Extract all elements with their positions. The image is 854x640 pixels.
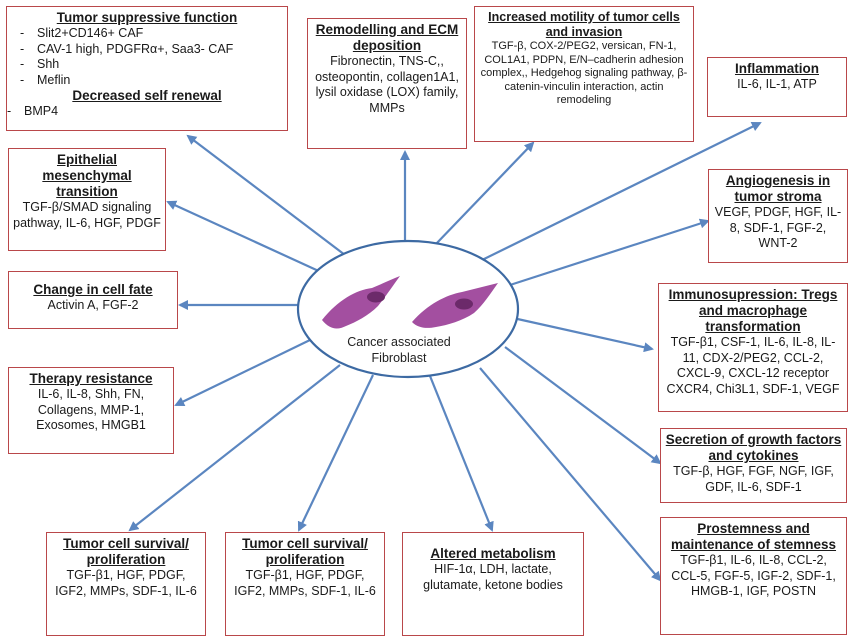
box-title: Tumor cell survival/ proliferation: [242, 536, 368, 567]
arrow-to-secretion: [504, 346, 662, 465]
box-body: TGF-β1, CSF-1, IL-6, IL-8, IL-11, CDX-2/…: [666, 335, 840, 396]
box-angiogenesis: Angiogenesis in tumor stroma VEGF, PDGF,…: [708, 169, 848, 263]
box-body: TGF-β1, HGF, PDGF, IGF2, MMPs, SDF-1, IL…: [234, 568, 376, 598]
list-item: Meflin: [20, 73, 283, 89]
box-title: Tumor suppressive function: [56, 10, 238, 25]
box-title: Increased motility of tumor cells and in…: [488, 10, 680, 39]
arrow-to-immuno: [512, 316, 654, 353]
box-title: Prostemness and maintenance of stemness: [670, 521, 837, 552]
arrow-to-survival2: [297, 374, 374, 532]
box-body: HIF-1α, LDH, lactate, glutamate, ketone …: [423, 562, 563, 592]
list-item: BMP4: [7, 104, 283, 120]
box-secretion: Secretion of growth factors and cytokine…: [660, 428, 847, 503]
center-label: Cancer associated Fibroblast: [330, 334, 468, 366]
arrow-to-survival1: [128, 364, 341, 532]
box-body: Fibronectin, TNS-C,, osteopontin, collag…: [315, 54, 459, 115]
arrow-to-therapy: [174, 339, 311, 407]
box-title: Decreased self renewal: [72, 88, 222, 103]
box-metabolism: Altered metabolism HIF-1α, LDH, lactate,…: [402, 532, 584, 636]
center-label-line1: Cancer associated: [347, 335, 451, 349]
list-item: Slit2+CD146+ CAF: [20, 26, 283, 42]
box-title: Inflammation: [734, 61, 819, 76]
list-item: CAV-1 high, PDGFRα+, Saa3- CAF: [20, 42, 283, 58]
box-remodelling: Remodelling and ECM deposition Fibronect…: [307, 18, 467, 149]
box-title: Altered metabolism: [430, 546, 556, 561]
box-body: TGF-β/SMAD signaling pathway, IL-6, HGF,…: [13, 200, 161, 230]
box-title: Immunosupression: Tregs and macrophage t…: [668, 287, 838, 334]
box-title: Epithelial mesenchymal transition: [42, 152, 132, 199]
arrow-to-tumor-suppressive: [186, 134, 346, 256]
box-motility: Increased motility of tumor cells and in…: [474, 6, 694, 142]
fibroblast-cell-icon: [412, 283, 498, 328]
arrow-to-inflammation: [477, 122, 762, 263]
arrow-to-stemness: [479, 367, 662, 582]
box-title: Secretion of growth factors and cytokine…: [665, 432, 842, 463]
box-body: Activin A, FGF-2: [47, 298, 139, 312]
item-list: BMP4: [7, 104, 283, 120]
box-title: Therapy resistance: [29, 371, 153, 386]
box-survival-2: Tumor cell survival/ proliferation TGF-β…: [225, 532, 385, 636]
center-label-line2: Fibroblast: [371, 351, 427, 365]
arrow-to-motility: [434, 141, 535, 246]
fibroblast-cell-icon: [322, 276, 400, 329]
caf-ellipse: [296, 239, 520, 379]
box-title: Angiogenesis in tumor stroma: [725, 173, 831, 204]
box-body: TGF-β1, IL-6, IL-8, CCL-2, CCL-5, FGF-5,…: [671, 553, 836, 598]
box-body: TGF-β1, HGF, PDGF, IGF2, MMPs, SDF-1, IL…: [55, 568, 197, 598]
box-title: Remodelling and ECM deposition: [315, 22, 459, 53]
box-survival-1: Tumor cell survival/ proliferation TGF-β…: [46, 532, 206, 636]
box-body: IL-6, IL-1, ATP: [737, 77, 817, 91]
box-inflammation: Inflammation IL-6, IL-1, ATP: [707, 57, 847, 117]
box-body: TGF-β, COX-2/PEG2, versican, FN-1, COL1A…: [480, 40, 688, 106]
arrow-to-emt: [166, 200, 324, 275]
arrow-to-metabolism: [428, 375, 494, 532]
box-title: Tumor cell survival/ proliferation: [63, 536, 189, 567]
box-emt: Epithelial mesenchymal transition TGF-β/…: [8, 148, 166, 251]
box-body: TGF-β, HGF, FGF, NGF, IGF, GDF, IL-6, SD…: [673, 464, 834, 494]
list-item: Shh: [20, 57, 283, 73]
box-immuno: Immunosupression: Tregs and macrophage t…: [658, 283, 848, 412]
box-therapy: Therapy resistance IL-6, IL-8, Shh, FN, …: [8, 367, 174, 454]
box-stemness: Prostemness and maintenance of stemness …: [660, 517, 847, 635]
box-body: IL-6, IL-8, Shh, FN, Collagens, MMP-1, E…: [36, 387, 146, 432]
box-title: Change in cell fate: [33, 282, 153, 297]
arrow-to-angiogenesis: [509, 218, 710, 287]
item-list: Slit2+CD146+ CAF CAV-1 high, PDGFRα+, Sa…: [11, 26, 283, 88]
box-tumor-suppressive: Tumor suppressive function Slit2+CD146+ …: [6, 6, 288, 131]
box-body: VEGF, PDGF, HGF, IL-8, SDF-1, FGF-2, WNT…: [714, 205, 842, 250]
box-cell-fate: Change in cell fate Activin A, FGF-2: [8, 271, 178, 329]
